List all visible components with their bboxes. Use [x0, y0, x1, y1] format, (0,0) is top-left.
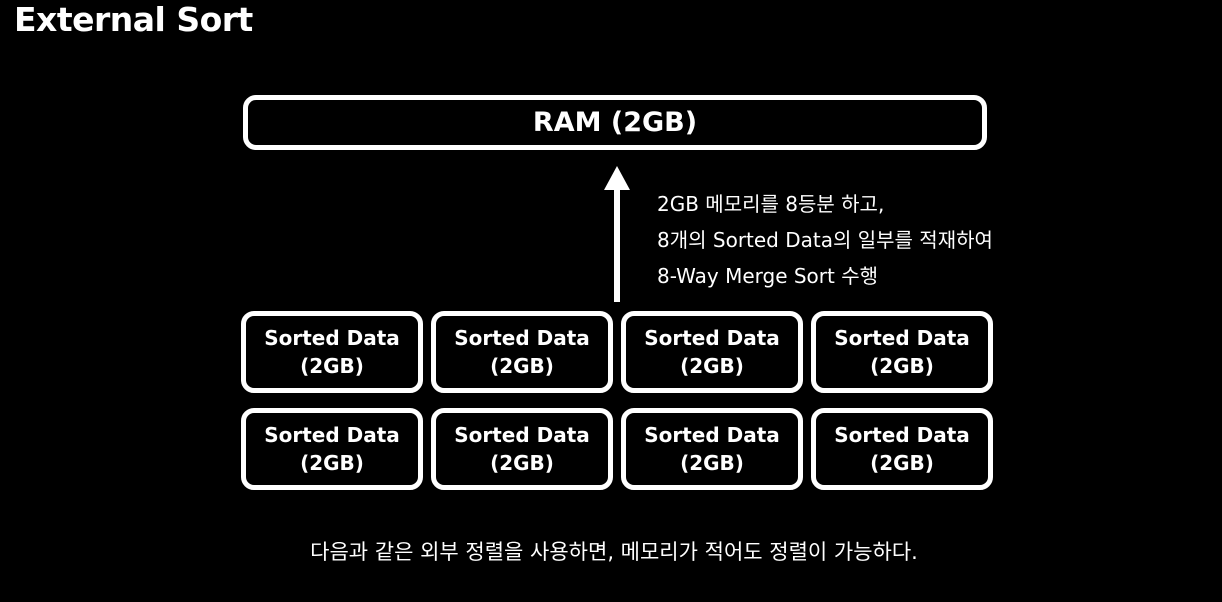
sorted-data-block: Sorted Data (2GB) — [431, 311, 613, 393]
sorted-data-block: Sorted Data (2GB) — [621, 311, 803, 393]
sorted-data-block: Sorted Data (2GB) — [431, 408, 613, 490]
block-size: (2GB) — [870, 451, 934, 475]
block-label: Sorted Data — [644, 326, 780, 350]
block-size: (2GB) — [300, 354, 364, 378]
arrow-up-icon — [604, 166, 630, 302]
block-label: Sorted Data — [454, 326, 590, 350]
block-size: (2GB) — [490, 354, 554, 378]
sorted-data-block: Sorted Data (2GB) — [811, 311, 993, 393]
ram-box: RAM (2GB) — [243, 95, 987, 150]
block-size: (2GB) — [300, 451, 364, 475]
sorted-data-block: Sorted Data (2GB) — [621, 408, 803, 490]
block-label: Sorted Data — [264, 423, 400, 447]
ram-label: RAM (2GB) — [532, 107, 698, 138]
block-size: (2GB) — [870, 354, 934, 378]
block-label: Sorted Data — [264, 326, 400, 350]
block-label: Sorted Data — [454, 423, 590, 447]
block-size: (2GB) — [490, 451, 554, 475]
block-label: Sorted Data — [644, 423, 780, 447]
block-label: Sorted Data — [834, 423, 970, 447]
note-line: 8개의 Sorted Data의 일부를 적재하여 — [657, 228, 993, 252]
block-size: (2GB) — [680, 451, 744, 475]
sorted-data-block: Sorted Data (2GB) — [241, 311, 423, 393]
sorted-data-block: Sorted Data (2GB) — [811, 408, 993, 490]
sorted-data-grid: Sorted Data (2GB) Sorted Data (2GB) Sort… — [241, 311, 993, 490]
merge-note: 2GB 메모리를 8등분 하고, 8개의 Sorted Data의 일부를 적재… — [657, 186, 993, 294]
sorted-data-block: Sorted Data (2GB) — [241, 408, 423, 490]
note-line: 2GB 메모리를 8등분 하고, — [657, 192, 885, 216]
caption: 다음과 같은 외부 정렬을 사용하면, 메모리가 적어도 정렬이 가능하다. — [310, 540, 918, 564]
block-size: (2GB) — [680, 354, 744, 378]
page-title: External Sort — [14, 0, 253, 39]
note-line: 8-Way Merge Sort 수행 — [657, 264, 879, 288]
block-label: Sorted Data — [834, 326, 970, 350]
